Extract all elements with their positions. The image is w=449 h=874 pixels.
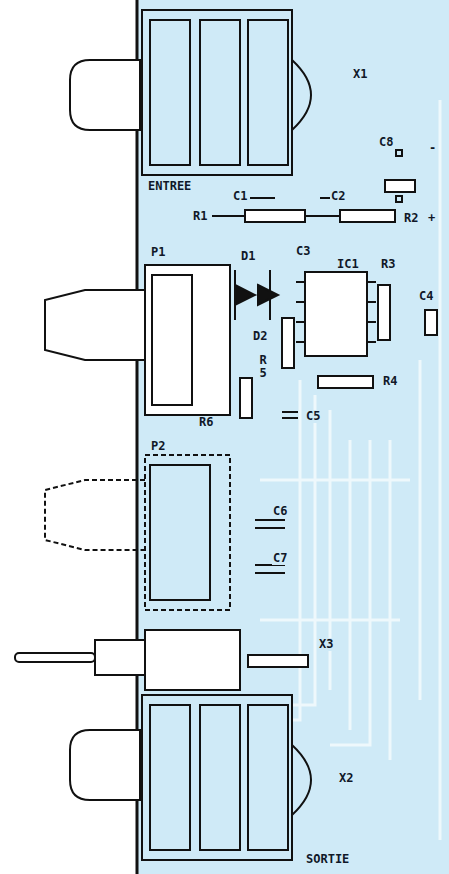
- part-label: D1: [240, 250, 256, 263]
- part-label: C2: [330, 190, 346, 203]
- part-label: ENTREE: [147, 180, 192, 193]
- part-label: C1: [232, 190, 248, 203]
- part-label: +: [427, 212, 436, 225]
- part-label: P2: [150, 440, 166, 453]
- part-label: R2: [403, 212, 419, 225]
- part-label: C5: [305, 410, 321, 423]
- part-label: R3: [380, 258, 396, 271]
- part-label: SORTIE: [305, 853, 350, 866]
- part-label: R6: [198, 416, 214, 429]
- part-label: C3: [295, 245, 311, 258]
- part-label: C4: [418, 290, 434, 303]
- part-label: X2: [338, 772, 354, 785]
- part-label: X3: [318, 638, 334, 651]
- part-label: C8: [378, 136, 394, 149]
- part-label: C7: [272, 552, 288, 565]
- part-label: X1: [352, 68, 368, 81]
- part-label: IC1: [336, 258, 360, 271]
- part-label: -: [428, 142, 437, 155]
- part-label: R1: [192, 210, 208, 223]
- part-label: D2: [252, 330, 268, 343]
- part-label: C6: [272, 505, 288, 518]
- part-label: R 5: [258, 354, 268, 380]
- part-label: R4: [382, 375, 398, 388]
- part-label: P1: [150, 246, 166, 259]
